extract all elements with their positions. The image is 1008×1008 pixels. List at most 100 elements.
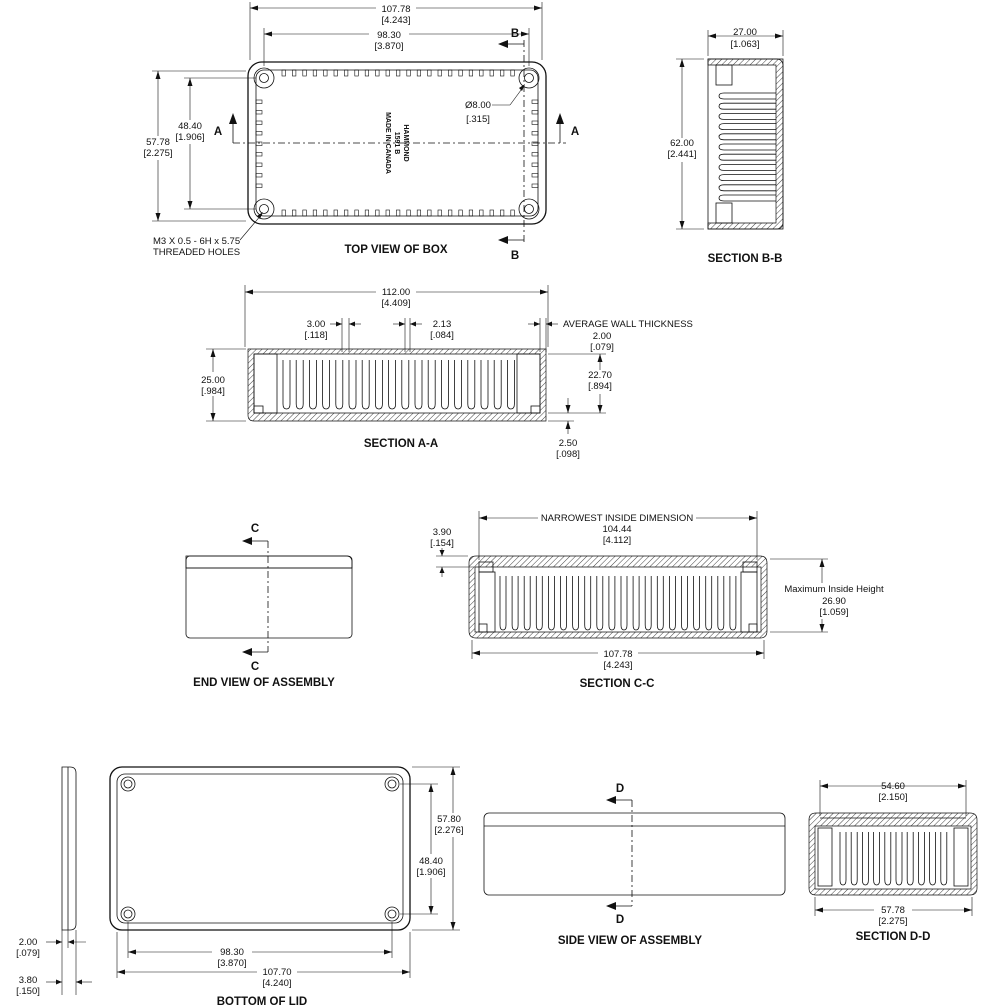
rib	[918, 832, 925, 886]
dim-cc-max-in: [1.059]	[819, 607, 848, 618]
dim-hole-dia: Ø8.00	[465, 100, 491, 111]
rib	[282, 360, 291, 410]
notch	[255, 99, 263, 104]
notch	[479, 209, 484, 217]
notch	[255, 141, 263, 146]
notch	[396, 209, 401, 217]
rib	[718, 174, 776, 181]
dim-cc-overall: 107.78	[603, 649, 632, 660]
dim-lid-holes-h-in: [1.906]	[416, 867, 445, 878]
rib	[895, 832, 903, 886]
notch	[302, 209, 307, 217]
dim-lid-thick2: 3.80	[19, 975, 38, 986]
wall-rib-notches	[255, 69, 539, 217]
dim-lid-overall: 107.70	[262, 967, 291, 978]
section-aa-ribs	[282, 360, 515, 410]
dim-lid-thick1-in: [.079]	[16, 948, 40, 959]
dim-top-holes-in: [3.870]	[374, 41, 403, 52]
notch	[531, 141, 539, 146]
dim-top-overall-in: [4.243]	[381, 15, 410, 26]
notch	[302, 69, 307, 77]
rib	[681, 576, 688, 631]
rib	[929, 832, 936, 886]
rib	[375, 360, 383, 410]
dim-bb-height: 62.00	[670, 138, 694, 149]
rib	[348, 360, 357, 410]
notch	[500, 69, 505, 77]
rib	[862, 832, 869, 886]
notch	[255, 120, 263, 125]
rib	[718, 133, 776, 141]
dim-aa-overall-in: [4.409]	[381, 298, 410, 309]
notch	[531, 110, 539, 115]
rib	[511, 576, 519, 631]
dim-cc-narrow: 104.44	[602, 524, 631, 535]
dim-lid-holes-w: 98.30	[220, 947, 244, 958]
notch	[344, 209, 349, 217]
rib	[656, 576, 664, 631]
notch	[416, 69, 422, 77]
notch	[437, 69, 442, 77]
rib	[718, 194, 776, 202]
rib	[669, 576, 676, 631]
notch	[531, 162, 539, 167]
notch	[406, 209, 411, 217]
dim-lid-thick2-in: [.150]	[16, 986, 40, 997]
rib	[718, 164, 776, 171]
notch	[531, 152, 539, 157]
notch	[255, 131, 263, 136]
rib	[427, 360, 436, 410]
notch	[344, 69, 349, 77]
dim-lid-overall-in: [4.240]	[262, 978, 291, 989]
notch	[323, 69, 328, 77]
notch	[531, 173, 539, 178]
dim-top-height-holes: 48.40	[178, 121, 202, 132]
notch	[281, 69, 286, 77]
notch	[255, 110, 263, 115]
rib	[560, 576, 567, 631]
bottom-of-lid: 2.00 [.079] 3.80 [.150] 57.80 [2.276] 48…	[16, 766, 472, 1008]
rib	[535, 576, 543, 631]
notch	[312, 209, 318, 217]
dim-aa-height: 25.00	[201, 375, 225, 386]
notch	[375, 209, 380, 217]
dim-aa-floor-in: [.098]	[556, 449, 580, 460]
label-bottom-lid: BOTTOM OF LID	[217, 996, 308, 1008]
rib	[493, 360, 502, 410]
notch	[427, 69, 432, 77]
notch	[489, 209, 494, 217]
rib	[705, 576, 713, 631]
notch	[448, 209, 453, 217]
rib	[620, 576, 628, 631]
rib	[499, 576, 507, 631]
notch	[255, 152, 263, 157]
notch	[416, 209, 422, 217]
notch	[531, 99, 539, 104]
notch	[468, 209, 474, 217]
rib	[718, 184, 776, 192]
rib	[322, 360, 330, 410]
dim-top-height-overall-in: [2.275]	[143, 148, 172, 159]
label-section-bb: SECTION B-B	[708, 253, 783, 265]
label-section-dd: SECTION D-D	[856, 931, 931, 943]
rib	[480, 360, 489, 410]
rib	[729, 576, 737, 631]
dim-lid-height-in: [2.276]	[434, 825, 463, 836]
notch	[354, 69, 359, 77]
end-view-of-assembly: C C END VIEW OF ASSEMBLY	[185, 523, 353, 689]
notch	[281, 209, 286, 217]
notch	[255, 162, 263, 167]
rib	[507, 360, 515, 410]
dim-aa-wall: 2.00	[593, 331, 612, 342]
rib	[309, 360, 317, 410]
dim-cc-max-note: Maximum Inside Height	[784, 584, 884, 595]
section-d-d: 54.60 [2.150] 57.78 [2.275] SECTION D-D	[808, 780, 978, 943]
label-side-view: SIDE VIEW OF ASSEMBLY	[558, 935, 703, 947]
notch	[364, 69, 370, 77]
notch	[396, 69, 401, 77]
rib	[940, 832, 948, 886]
notch	[292, 209, 297, 217]
side-view-of-assembly: D D SIDE VIEW OF ASSEMBLY	[483, 783, 786, 947]
rib	[441, 360, 449, 410]
rib	[718, 102, 776, 110]
